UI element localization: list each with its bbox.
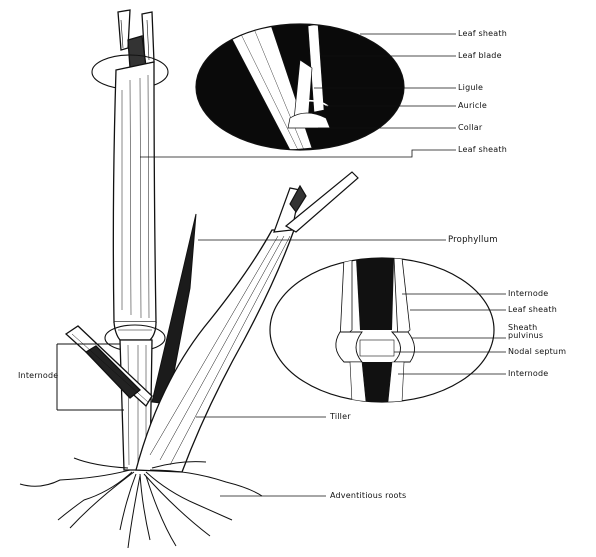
label-prophyllum: Prophyllum bbox=[448, 235, 498, 245]
leaf-blade-top bbox=[118, 10, 154, 68]
label-adventitious-roots: Adventitious roots bbox=[330, 491, 406, 501]
tiller-leaves bbox=[274, 172, 358, 232]
label-auricle: Auricle bbox=[458, 101, 487, 111]
label-ligule: Ligule bbox=[458, 83, 483, 93]
label-internode-right-top: Internode bbox=[508, 289, 548, 299]
label-internode-right-bottom: Internode bbox=[508, 369, 548, 379]
label-collar: Collar bbox=[458, 123, 482, 133]
label-leaf-blade: Leaf blade bbox=[458, 51, 502, 61]
label-tiller: Tiller bbox=[330, 412, 351, 422]
label-leaf-sheath-right: Leaf sheath bbox=[508, 305, 557, 315]
label-sheath-pulvinus: Sheath pulvinus bbox=[508, 324, 543, 340]
collar-magnified-view bbox=[196, 20, 404, 150]
label-leaf-sheath-top: Leaf sheath bbox=[458, 29, 507, 39]
tiller-stem bbox=[136, 230, 294, 472]
node-magnified-view bbox=[270, 258, 494, 402]
label-internode-left: Internode bbox=[18, 371, 58, 381]
label-nodal-septum: Nodal septum bbox=[508, 347, 566, 357]
label-leaf-sheath-mid: Leaf sheath bbox=[458, 145, 507, 155]
main-stem-sheath bbox=[113, 62, 156, 340]
adventitious-roots-drawing bbox=[20, 458, 262, 548]
